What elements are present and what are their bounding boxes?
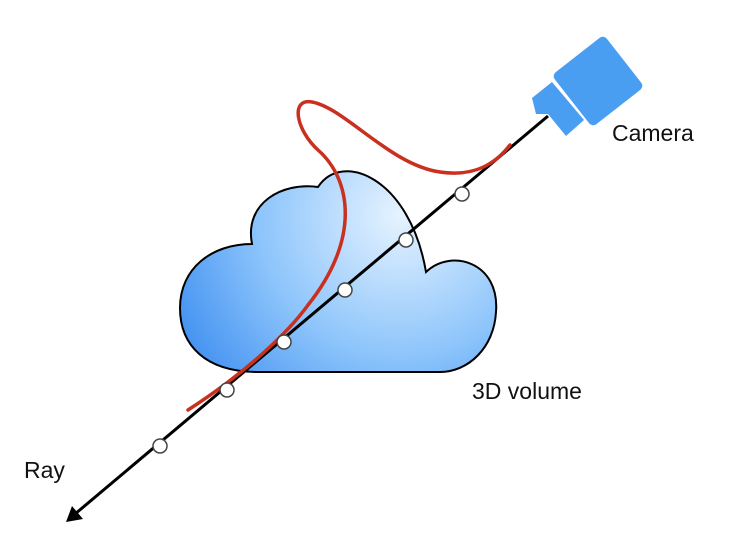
sample-points — [152, 186, 470, 454]
ray-label: Ray — [24, 457, 65, 483]
cloud-icon — [178, 170, 498, 373]
sample-point — [337, 282, 353, 298]
volume-label: 3D volume — [472, 378, 582, 404]
sample-point — [152, 438, 168, 454]
sample-point — [454, 186, 470, 202]
transmittance-curve — [186, 100, 512, 412]
sample-point — [276, 334, 292, 350]
sample-point — [219, 382, 235, 398]
ray-arrowhead — [66, 506, 83, 522]
camera-label: Camera — [612, 120, 694, 146]
video-camera-icon — [532, 36, 643, 136]
sample-point — [398, 232, 414, 248]
